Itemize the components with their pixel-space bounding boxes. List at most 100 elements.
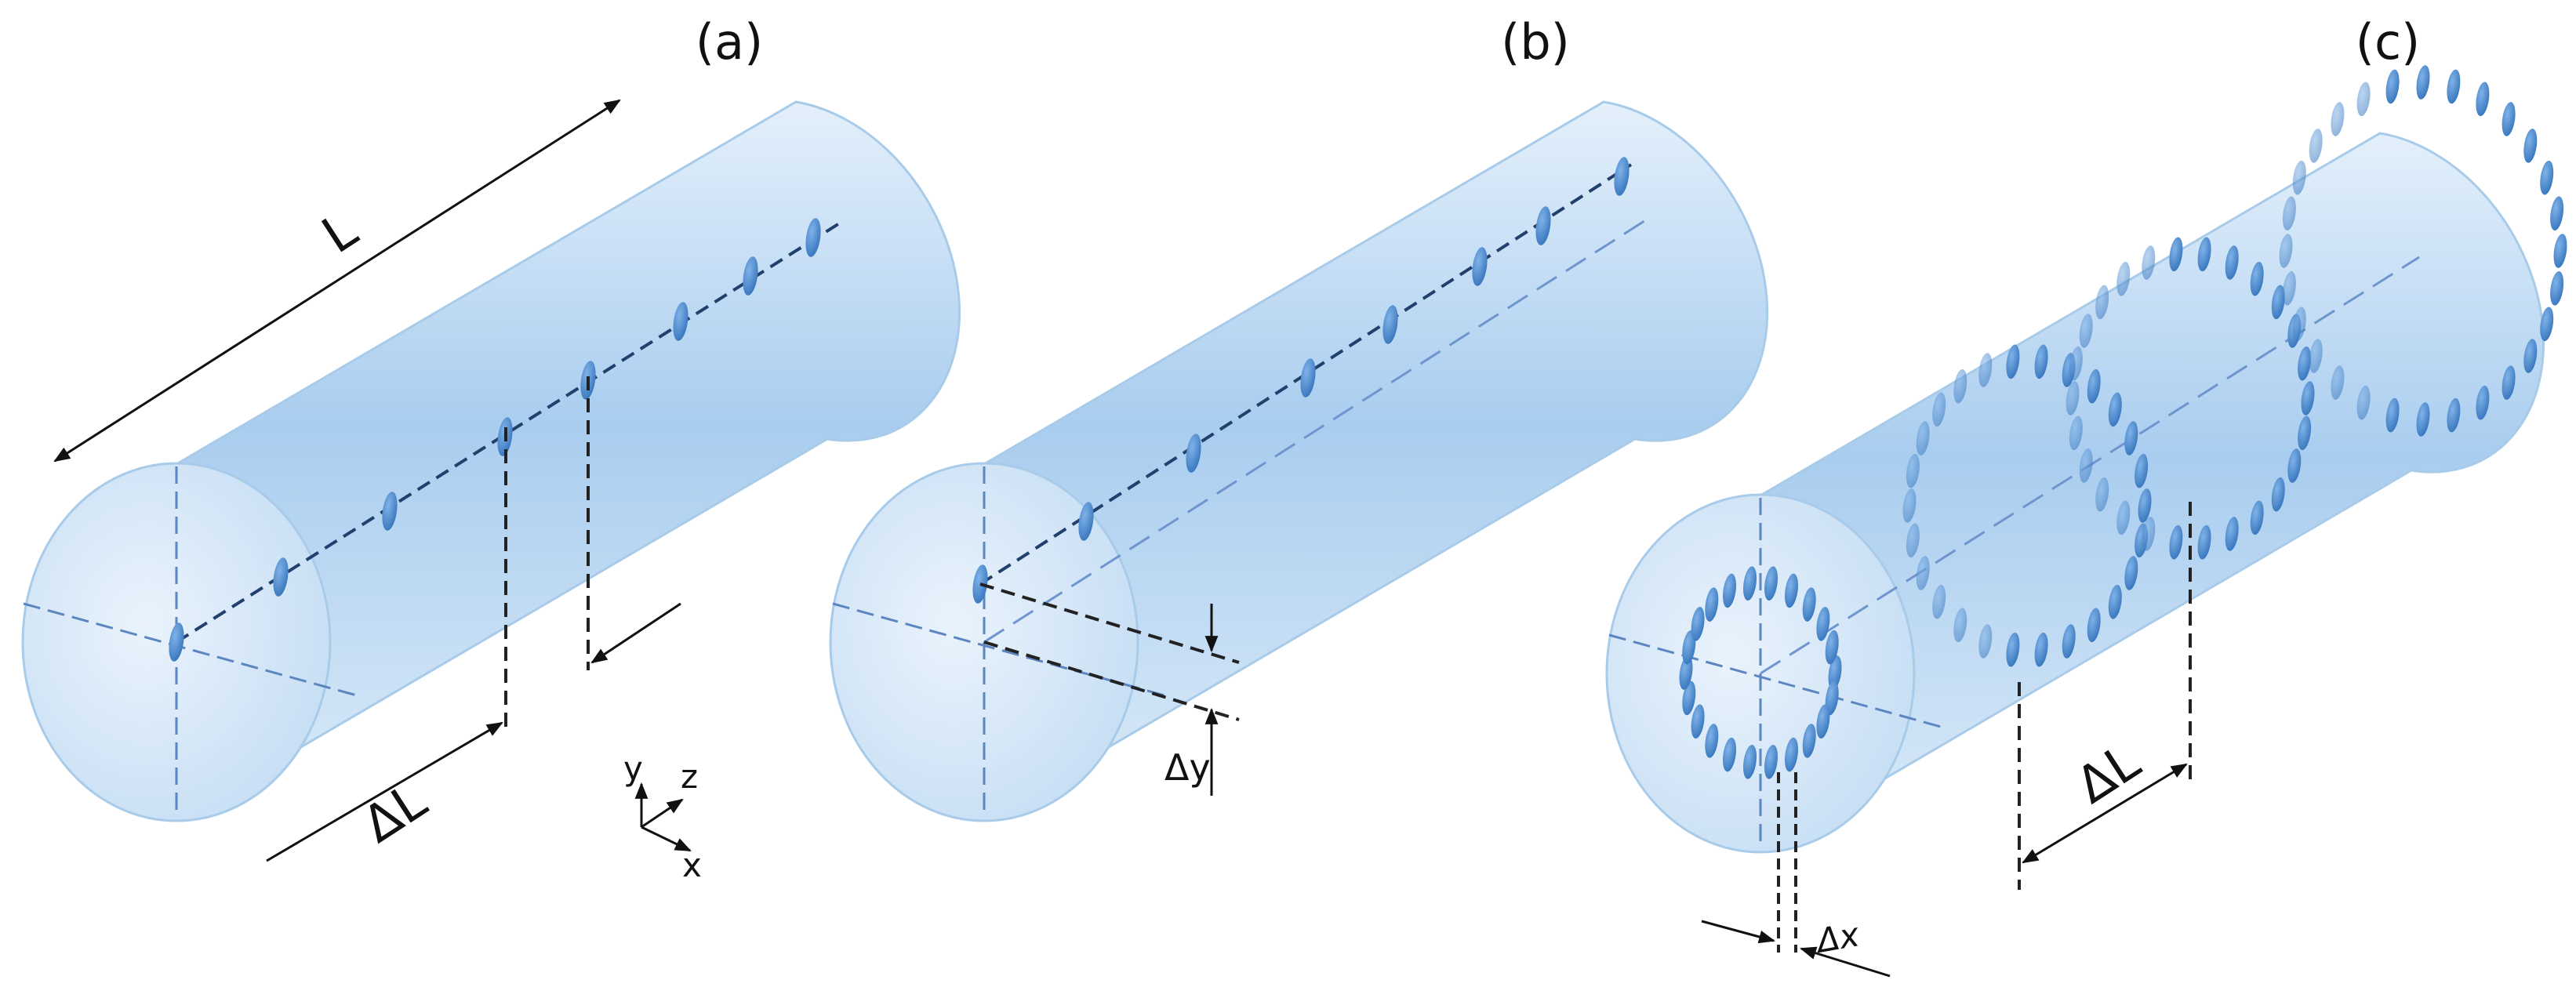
cylinder-body: [983, 100, 1769, 822]
offset-ext-line-1: [979, 582, 1240, 664]
atom-dot: [2292, 307, 2306, 342]
atom-dot: [2331, 365, 2345, 400]
atom-dot: [1682, 630, 1696, 665]
atom-dot: [1902, 488, 1917, 523]
atom-dot: [2282, 270, 2296, 306]
atom-dot: [2116, 261, 2131, 296]
atom-dot: [1978, 353, 1993, 387]
atom-dot: [2385, 397, 2400, 433]
atom-dot: [2079, 314, 2093, 348]
panel-label-c: (c): [2356, 13, 2420, 71]
atom-dot: [1785, 737, 1798, 772]
atom-dot: [1932, 392, 1946, 427]
atom-dot: [2301, 381, 2315, 416]
atom-dot: [2108, 392, 2122, 427]
atom-dot: [2142, 245, 2156, 280]
atom-dot: [2069, 346, 2083, 381]
atom-dot: [2282, 196, 2296, 231]
z-axis-label: z: [681, 757, 698, 796]
atom-dot: [2069, 416, 2083, 451]
atom-dot: [2550, 196, 2564, 231]
atom-dot: [2250, 261, 2264, 296]
atom-dot: [1472, 247, 1488, 286]
atom-dot: [1816, 606, 1830, 641]
atom-dot: [1825, 630, 1839, 665]
atom-dot: [2124, 421, 2138, 455]
atom-dot: [1382, 305, 1398, 344]
offset-y-label: Δy: [1164, 746, 1211, 789]
x-axis-arrow: [641, 826, 692, 852]
atom-dot: [1916, 421, 1930, 455]
atom-dot: [2079, 448, 2093, 483]
atom-dot: [1078, 502, 1094, 541]
length-label: L: [312, 201, 367, 265]
spacing-arrow: [2022, 763, 2188, 864]
offset-x-label: Δx: [1811, 915, 1862, 960]
atom-dot: [1705, 587, 1719, 622]
atom-dot: [2502, 102, 2516, 136]
atom-dot: [2135, 453, 2149, 488]
x-axis-label: x: [682, 846, 702, 884]
atom-dot: [2095, 285, 2109, 320]
atom-dot: [2331, 102, 2345, 136]
atom-dot: [743, 256, 758, 296]
atom-dot: [1828, 655, 1842, 690]
atom-dot: [1785, 573, 1798, 608]
atom-dot: [1705, 724, 1719, 758]
atom-dot: [2124, 556, 2138, 590]
atom-dot: [1932, 584, 1946, 619]
atom-dot: [2034, 632, 2048, 667]
offset-arrow-left: [1701, 920, 1776, 944]
atom-dot: [1679, 655, 1693, 690]
atom-dot: [2447, 397, 2461, 433]
length-arrow: [53, 99, 621, 463]
spacing-label: ΔL: [353, 772, 437, 855]
spacing-arrow-left: [266, 721, 503, 862]
spacing-arrow-right: [590, 602, 681, 664]
atom-dot: [1802, 587, 1816, 622]
atom-dot: [2279, 234, 2293, 268]
atom-dot: [1614, 157, 1630, 196]
atom-dot: [1535, 206, 1551, 245]
atom-dot: [1682, 680, 1696, 716]
offset-arrow-right: [1799, 946, 1891, 978]
atom-dot: [1691, 606, 1705, 641]
atom-dot: [2476, 385, 2490, 420]
atom-dot: [1816, 704, 1830, 739]
atom-dot: [1300, 358, 1316, 397]
atom-dot: [2169, 237, 2183, 272]
atom-dot: [2006, 632, 2020, 667]
atom-dot: [2540, 160, 2554, 195]
atom-dot: [805, 218, 821, 257]
atom-dot: [2108, 584, 2122, 619]
atom-dot: [2356, 385, 2371, 420]
atom-dot: [1186, 434, 1201, 473]
atom-dot: [2309, 129, 2323, 163]
atom-dot: [1953, 608, 1967, 643]
panel-label-b: (b): [1501, 13, 1570, 71]
coordinate-axes: y z x: [623, 749, 702, 884]
atom-dot: [1825, 680, 1839, 716]
atom-dot: [1723, 737, 1736, 772]
atom-dot: [2416, 402, 2430, 437]
atom-dot: [2062, 624, 2076, 659]
atom-dot: [2523, 129, 2538, 163]
spacing-label: ΔL: [2066, 733, 2150, 816]
atom-dot: [2138, 488, 2152, 523]
panel-b: Δy (b): [829, 13, 1769, 822]
atom-dot: [1906, 523, 1920, 558]
atom-dot: [1802, 724, 1816, 758]
atom-dot: [1743, 566, 1757, 601]
atom-dot: [2298, 346, 2312, 381]
atom-dot: [2287, 448, 2302, 483]
atom-dot: [1691, 704, 1705, 739]
panel-label-a: (a): [696, 13, 763, 71]
atom-dot: [2356, 82, 2371, 117]
atom-dot: [2087, 368, 2101, 404]
atom-dot: [1743, 744, 1757, 779]
atom-dot: [2476, 82, 2490, 117]
atom-dot: [382, 492, 398, 531]
atom-dot: [1916, 556, 1930, 590]
panel-c: ΔL Δx (c): [1605, 13, 2567, 978]
